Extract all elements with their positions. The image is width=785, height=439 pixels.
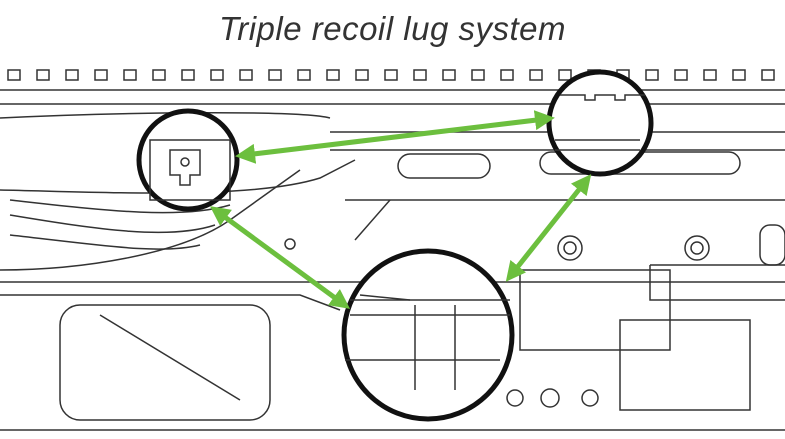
rail-slot: [297, 69, 311, 81]
rail-slot: [94, 69, 108, 81]
rail-slot: [268, 69, 282, 81]
rail-slot: [500, 69, 514, 81]
rail-slot: [181, 69, 195, 81]
rail-slot: [703, 69, 717, 81]
rail-slot: [239, 69, 253, 81]
rail-slot: [123, 69, 137, 81]
arrow-top-to-rear: [505, 174, 592, 282]
rail-slot: [529, 69, 543, 81]
rail-slot: [65, 69, 79, 81]
rail-slot: [761, 69, 775, 81]
callout-detail: [149, 94, 645, 390]
rail-slot: [471, 69, 485, 81]
rail-slot: [7, 69, 21, 81]
callout-circles: [136, 69, 654, 422]
rail-slot: [152, 69, 166, 81]
rail-slot: [674, 69, 688, 81]
rail-slot: [558, 69, 572, 81]
rail-slot: [36, 69, 50, 81]
arrow-front-to-rear: [209, 206, 351, 309]
rail-slot: [210, 69, 224, 81]
callout-arrows: [209, 110, 592, 309]
rail-slot: [384, 69, 398, 81]
arrow-front-to-top: [235, 110, 555, 164]
rail-slot: [413, 69, 427, 81]
rail-slot: [732, 69, 746, 81]
rail-slot: [645, 69, 659, 81]
top-lug-callout-circle: [546, 69, 654, 177]
picatinny-rail: [7, 69, 775, 81]
rear-lug-callout-circle: [341, 248, 515, 422]
rail-slot: [442, 69, 456, 81]
rail-slot: [326, 69, 340, 81]
rail-slot: [355, 69, 369, 81]
diagram-title: Triple recoil lug system: [219, 10, 566, 47]
